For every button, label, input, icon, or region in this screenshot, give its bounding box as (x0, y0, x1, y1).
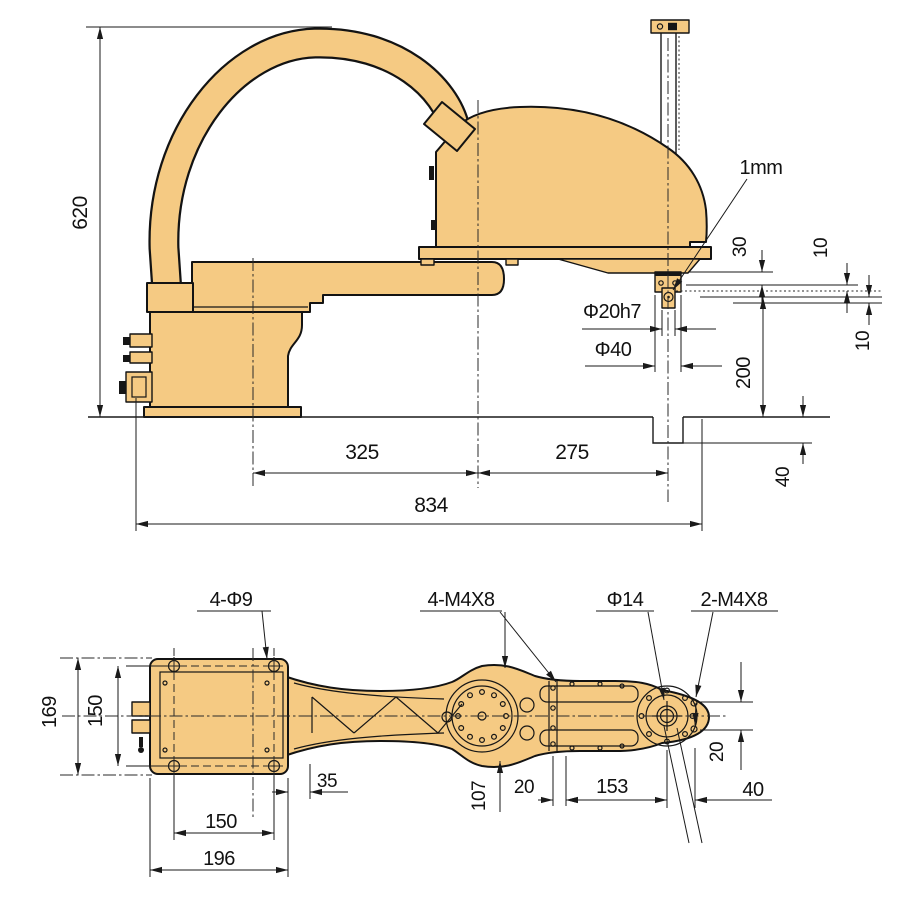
dim-200-label: 200 (733, 357, 755, 389)
base-plate-plan (131, 648, 289, 790)
arm2-underside (557, 258, 701, 274)
conduit-mount-flange (146, 282, 194, 313)
dim-275-label: 275 (555, 441, 589, 464)
dim-196-label: 196 (203, 848, 235, 870)
gap-1mm-label: 1mm (740, 157, 783, 179)
base-connectors-side (119, 333, 153, 403)
dim-107-label: 107 (469, 781, 490, 811)
dim-30-label: 30 (730, 237, 751, 257)
dim-325-label: 325 (345, 441, 379, 464)
base-foot-flange (143, 406, 302, 418)
plan-view: 4-Φ9 4-M4X8 Φ14 2-M4X8 169 150 150 196 3… (39, 589, 778, 877)
dim-169-label: 169 (39, 696, 61, 728)
dim-20-left-label: 20 (514, 777, 534, 798)
forearm-details (539, 681, 639, 751)
dim-834-label: 834 (414, 494, 448, 517)
dim-150h-label: 150 (205, 811, 237, 833)
dim-40-tip-label: 40 (742, 779, 764, 801)
dim-40-side-label: 40 (773, 467, 794, 487)
quill-dia-label: Φ20h7 (583, 301, 641, 323)
dim-10-lower-label: 10 (853, 331, 874, 351)
side-view: 620 325 275 834 1mm Φ20h7 Φ40 30 10 10 2… (69, 19, 882, 531)
label-phi14: Φ14 (607, 589, 644, 611)
conduit-elbow-connector (423, 101, 476, 152)
dim-35-label: 35 (317, 771, 337, 792)
plan-dimension-lines (60, 610, 778, 877)
upper-shaft (650, 19, 690, 160)
arm2-bottom-plate (418, 246, 712, 260)
robot-base-side (149, 311, 303, 408)
dim-620-label: 620 (69, 196, 92, 230)
label-4-phi9: 4-Φ9 (210, 589, 253, 611)
dim-20-right-label: 20 (707, 742, 728, 762)
link1-arm-side (149, 261, 505, 313)
cable-conduit (148, 27, 471, 294)
arm2-dome-side (435, 105, 708, 251)
dim-10-upper-label: 10 (811, 238, 832, 258)
label-4-m4x8: 4-M4X8 (427, 589, 494, 611)
arm-truss-ribs (293, 682, 463, 750)
side-dimension-lines (86, 26, 882, 531)
label-2-m4x8: 2-M4X8 (700, 589, 767, 611)
dim-153-label: 153 (596, 776, 628, 798)
flange-dia-label: Φ40 (595, 339, 632, 361)
dim-150v-label: 150 (85, 695, 107, 727)
